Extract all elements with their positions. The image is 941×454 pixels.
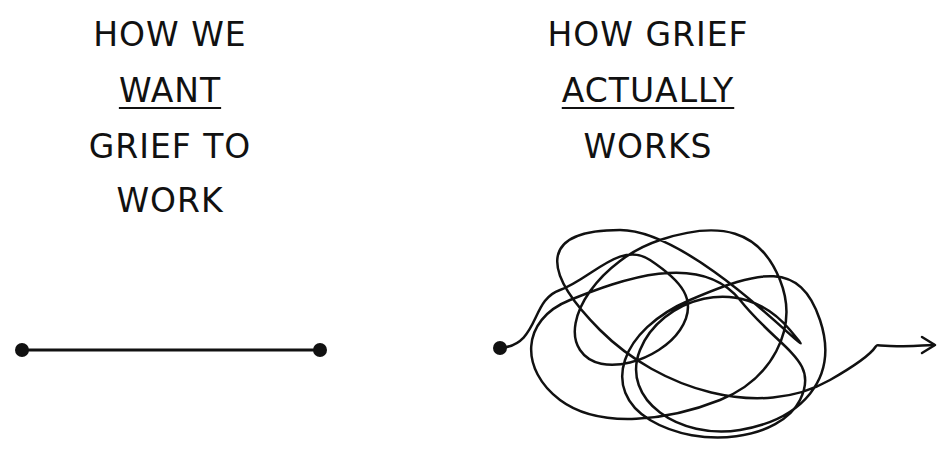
straight-line (15, 343, 327, 357)
label-box: HOW GRIEF (498, 8, 798, 62)
tangled-line (493, 230, 935, 437)
emphasis-word: ACTUALLY (562, 71, 734, 110)
label-box: WANT (40, 64, 300, 118)
label-box: GRIEF TO WORK (60, 120, 280, 228)
heading-line: GRIEF TO WORK (89, 127, 252, 220)
emphasis-word: WANT (119, 71, 221, 110)
heading-line: WORKS (583, 127, 712, 166)
label-box: HOW WE (40, 8, 300, 62)
heading-line: HOW WE (93, 15, 246, 54)
label-box: WORKS (498, 120, 798, 174)
heading-line: HOW GRIEF (548, 15, 749, 54)
label-box: ACTUALLY (498, 64, 798, 118)
